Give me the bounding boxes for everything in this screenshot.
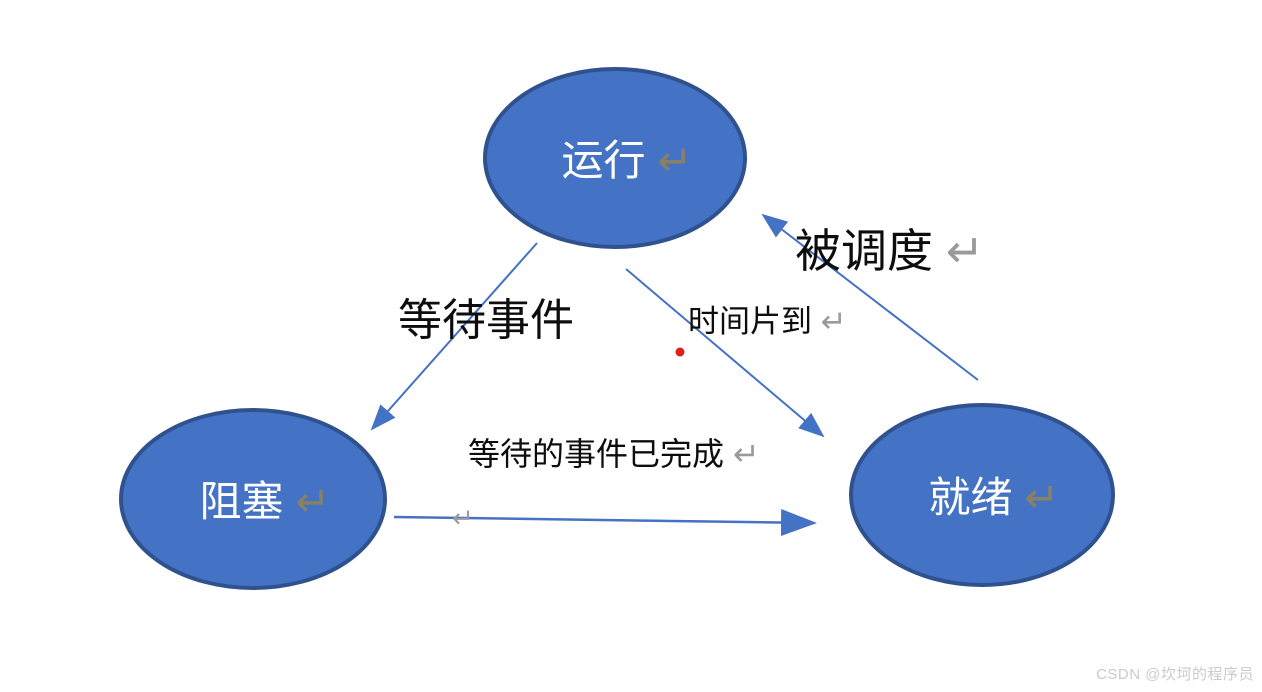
edge-label-time-slice: 时间片到 ↵	[688, 304, 847, 339]
node-running-label-text: 运行	[562, 137, 646, 184]
edge-label-wait-event: 等待事件	[398, 296, 574, 345]
edge-running-to-blocked-arrow	[370, 242, 538, 431]
node-blocked-label-text: 阻塞	[200, 478, 284, 525]
line-break-mark-icon: ↵	[657, 137, 692, 184]
line-break-mark-icon: ↵	[821, 304, 847, 339]
edge-label-time-slice-text: 时间片到	[688, 304, 812, 339]
node-ready-label: 就绪 ↵	[929, 474, 1060, 521]
edge-blocked-to-ready-arrow	[393, 509, 817, 537]
edge-label-wait-event-text: 等待事件	[398, 296, 574, 345]
node-running-label: 运行 ↵	[562, 137, 693, 184]
red-dot	[675, 347, 685, 357]
node-ready-label-text: 就绪	[929, 474, 1013, 521]
line-break-mark-icon: ↵	[733, 436, 760, 472]
node-running	[483, 67, 747, 249]
node-blocked-label: 阻塞 ↵	[200, 478, 331, 525]
line-break-mark-icon: ↵	[295, 478, 330, 525]
edge-ready-to-running-arrow	[761, 213, 979, 381]
edge-label-event-completed: 等待的事件已完成 ↵	[468, 436, 760, 472]
edge-label-event-completed-text: 等待的事件已完成	[468, 436, 724, 472]
line-break-mark-icon: ↵	[946, 225, 985, 277]
edge-running-to-ready-arrow	[625, 268, 825, 438]
node-blocked	[119, 408, 387, 590]
node-ready	[849, 403, 1115, 587]
edge-label-scheduled: 被调度 ↵	[795, 225, 984, 277]
line-break-mark-icon: ↵	[1024, 474, 1059, 521]
edge-label-scheduled-text: 被调度	[795, 225, 933, 277]
watermark-text: CSDN @坎坷的程序员	[1096, 666, 1254, 683]
stray-line-break-mark-icon: ↵	[452, 503, 474, 533]
